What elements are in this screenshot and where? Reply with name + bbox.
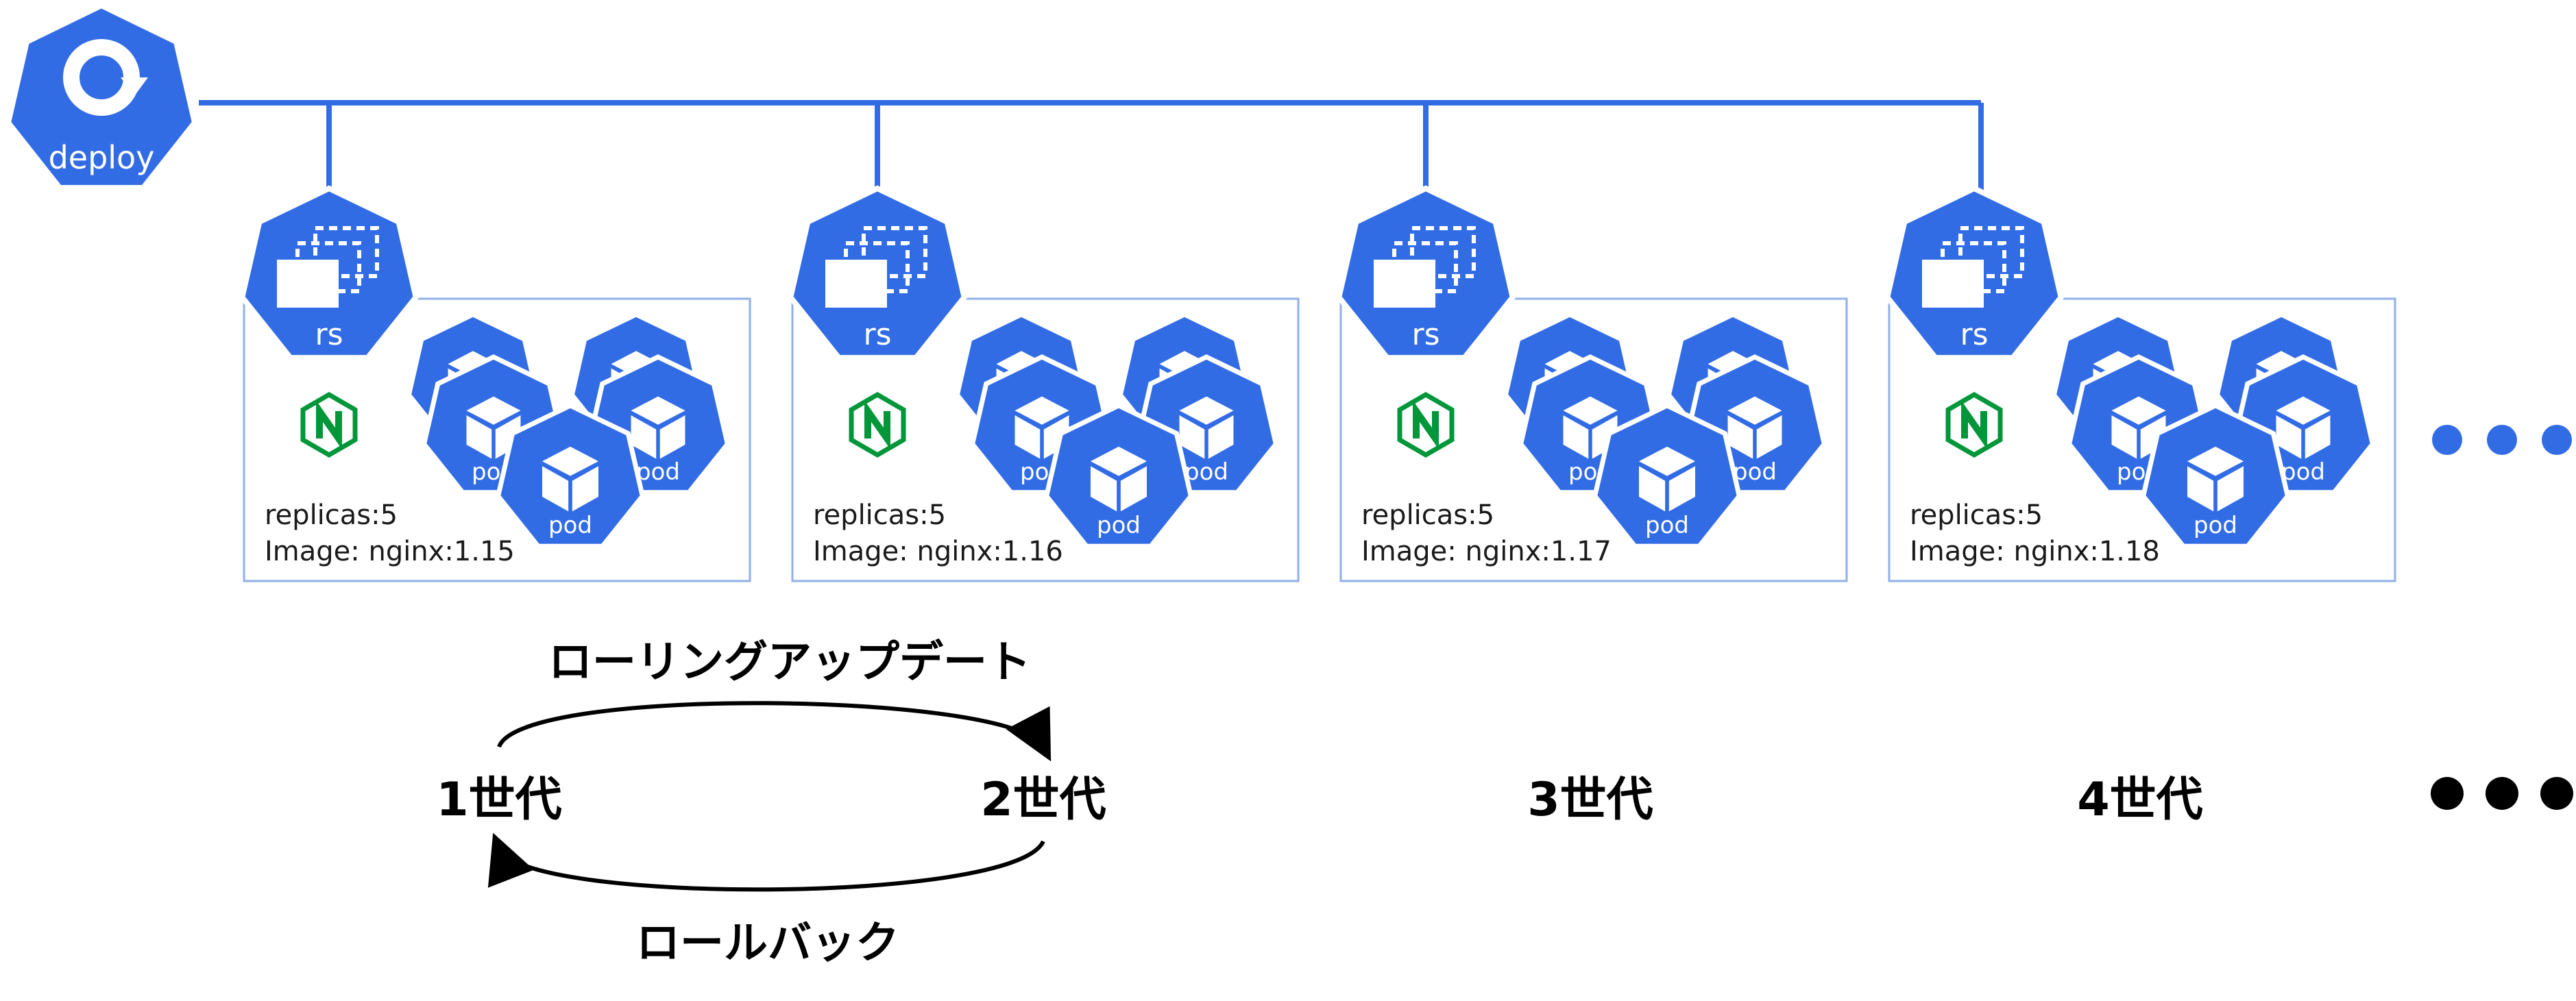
image-text: Image: nginx:1.18 xyxy=(1910,536,2160,567)
image-text: Image: nginx:1.17 xyxy=(1361,536,1612,567)
pod-icon: pod xyxy=(495,403,646,549)
pod-label: pod xyxy=(548,512,592,539)
nginx-logo-icon xyxy=(1397,391,1455,458)
rollback-label: ロールバック xyxy=(636,918,899,969)
blue-ellipsis xyxy=(2432,425,2572,455)
image-text: Image: nginx:1.15 xyxy=(265,536,515,567)
pod-label: pod xyxy=(1645,512,1689,539)
replicas-text: replicas:5 xyxy=(265,499,398,531)
generation-label: 4世代 xyxy=(2077,773,2202,827)
pod-label: pod xyxy=(1184,458,1228,486)
pod-label: pod xyxy=(636,458,680,486)
generation-label: 2世代 xyxy=(980,773,1106,827)
replicas-text: replicas:5 xyxy=(813,499,946,531)
pod-label: pod xyxy=(1097,512,1141,539)
rollback-arrow xyxy=(488,832,1045,892)
nginx-logo-icon xyxy=(849,391,906,458)
generation-label: 3世代 xyxy=(1527,773,1653,827)
deploy-label: deploy xyxy=(49,139,155,176)
pod-icon: pod xyxy=(2140,403,2291,549)
rolling-update-arrow xyxy=(497,701,1052,762)
replicas-text: replicas:5 xyxy=(1361,499,1494,531)
pod-icon: pod xyxy=(1592,403,1742,549)
black-ellipsis xyxy=(2431,777,2573,810)
rs-icon: rs xyxy=(787,185,968,361)
pod-label: pod xyxy=(2281,458,2325,486)
pod-label: pod xyxy=(1733,458,1777,486)
rs-label: rs xyxy=(1411,317,1439,352)
rs-icon: rs xyxy=(1884,185,2065,361)
deploy-icon: deploy xyxy=(5,2,198,190)
rs-label: rs xyxy=(315,317,343,352)
rolling-update-label: ローリングアップデート xyxy=(548,637,1031,688)
rs-label: rs xyxy=(1960,317,1988,352)
rs-icon: rs xyxy=(239,185,420,361)
rs-label: rs xyxy=(863,317,891,352)
replicas-text: replicas:5 xyxy=(1910,499,2043,531)
pod-label: pod xyxy=(2194,512,2237,539)
image-text: Image: nginx:1.16 xyxy=(813,536,1063,567)
rs-icon: rs xyxy=(1335,185,1516,361)
nginx-logo-icon xyxy=(1945,391,2003,458)
pod-icon: pod xyxy=(1043,403,1194,549)
generation-label: 1世代 xyxy=(436,773,561,827)
nginx-logo-icon xyxy=(300,391,358,458)
